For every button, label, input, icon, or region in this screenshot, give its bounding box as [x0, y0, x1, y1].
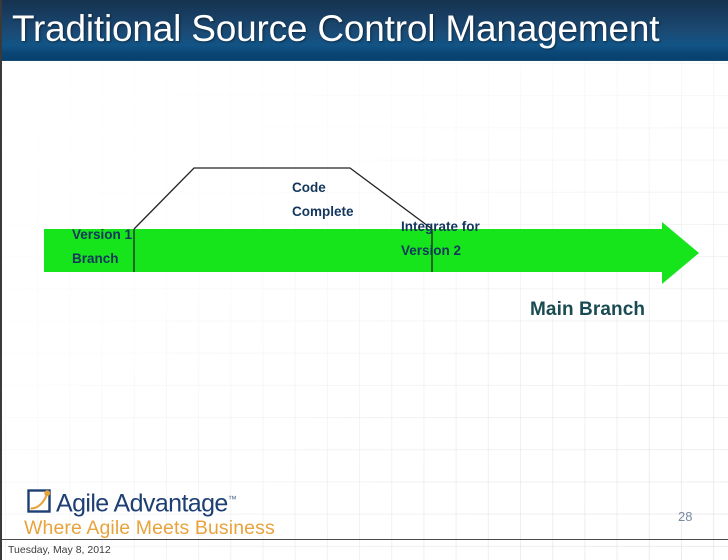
- main-branch-arrow: [44, 222, 699, 284]
- label-integrate-line2: Version 2: [401, 243, 462, 258]
- title-bar: Traditional Source Control Management: [2, 0, 728, 61]
- logo-tagline: Where Agile Meets Business: [24, 517, 275, 539]
- label-main-branch: Main Branch: [530, 299, 646, 320]
- footer-divider: [2, 539, 728, 540]
- logo-trademark-symbol: ™: [227, 494, 237, 504]
- footer-date: Tuesday, May 8, 2012: [8, 544, 111, 556]
- logo-wordmark-text: Agile Advantage: [56, 489, 228, 518]
- label-version1-line2: Branch: [72, 251, 119, 266]
- company-logo: Agile Advantage™ Where Agile Meets Busin…: [22, 483, 275, 539]
- label-code-complete-line1: Code: [292, 180, 326, 195]
- logo-wordmark: Agile Advantage™: [56, 483, 237, 520]
- source-control-diagram: Version 1 Branch Code Complete Integrate…: [2, 61, 728, 501]
- label-code-complete: Code Complete: [292, 176, 354, 224]
- label-integrate-version2: Integrate for Version 2: [401, 215, 480, 263]
- label-version1-line1: Version 1: [72, 227, 133, 242]
- main-branch-arrow-shape: [44, 222, 699, 284]
- agile-advantage-mark-icon: [27, 489, 51, 513]
- label-version1-branch: Version 1 Branch: [72, 223, 132, 271]
- diagram-canvas: [44, 167, 699, 284]
- branch-path-line: [133, 167, 433, 230]
- page-number: 28: [678, 509, 693, 524]
- label-integrate-line1: Integrate for: [401, 219, 480, 234]
- page-title: Traditional Source Control Management: [12, 8, 660, 49]
- label-code-complete-line2: Complete: [292, 204, 354, 219]
